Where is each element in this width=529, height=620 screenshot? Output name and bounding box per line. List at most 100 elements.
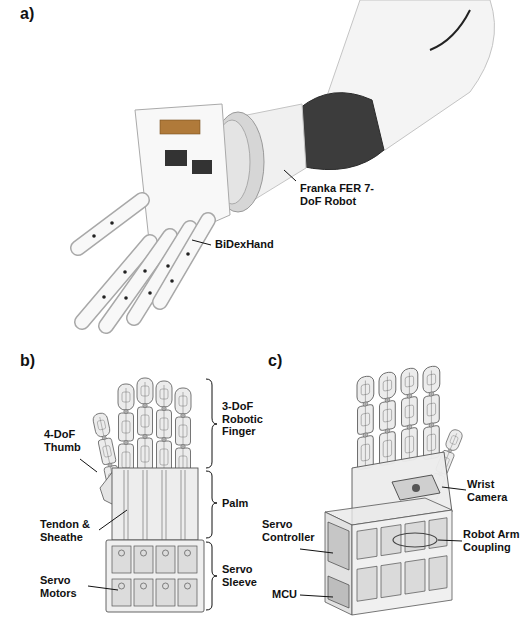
servo-motor: [381, 525, 401, 556]
servo-horn: [185, 583, 191, 589]
hole: [186, 252, 190, 256]
panel-letter: b): [20, 352, 35, 370]
robotic-finger: [379, 371, 396, 466]
arm-cable: [430, 10, 470, 50]
servo-motor: [178, 546, 197, 573]
part-label: Servo Controller: [262, 518, 324, 543]
thumb-outline: [78, 200, 142, 248]
tendon: [185, 470, 186, 540]
brace: [206, 542, 217, 610]
servo-sleeve: [106, 540, 204, 612]
hand-servo: [192, 160, 212, 174]
arm-joint-band: [300, 93, 384, 170]
camera-lens: [412, 484, 420, 492]
hand-iso-view: [300, 365, 466, 615]
arm-coupling: [393, 533, 437, 547]
part-label: Wrist Camera: [467, 478, 525, 503]
robotic-finger: [118, 384, 134, 476]
tendon: [166, 470, 167, 540]
tendon: [128, 470, 129, 540]
servo-horn: [185, 550, 191, 556]
tendon: [162, 470, 163, 540]
leader-line: [300, 549, 333, 553]
leader-line: [80, 459, 97, 472]
servo-horn: [141, 550, 147, 556]
sleeve-left: [325, 512, 352, 615]
part-label: BiDexHand: [215, 238, 287, 251]
robotic-finger: [423, 365, 440, 460]
leader-line: [300, 595, 333, 597]
hole: [170, 279, 174, 283]
part-label: Palm: [222, 497, 262, 510]
leader-line: [442, 487, 466, 490]
panel-letter: c): [268, 352, 282, 370]
panel-letter: a): [20, 5, 34, 23]
servo-motor: [156, 546, 175, 573]
servo-horn: [141, 583, 147, 589]
robotic-finger: [156, 381, 172, 473]
robotic-finger: [175, 388, 191, 480]
servo-motor: [112, 546, 131, 573]
servo-motor: [134, 546, 153, 573]
servo-horn: [119, 550, 125, 556]
part-label: Servo Sleeve: [222, 563, 267, 588]
servo-motors: [357, 518, 447, 601]
hand-front-view: [80, 378, 217, 612]
leader-line: [99, 510, 127, 530]
finger: [160, 220, 208, 302]
servo-motor: [357, 566, 377, 601]
wrist-camera: [392, 475, 440, 500]
palm: [112, 468, 198, 540]
tendon: [143, 470, 144, 540]
hole: [102, 295, 106, 299]
leader-line: [88, 586, 118, 590]
servo-motor: [112, 579, 131, 606]
hand-servo: [165, 150, 187, 166]
servo-motors: [112, 546, 197, 606]
hand-fingers: [78, 200, 208, 326]
thumb: [78, 200, 142, 248]
servo-motor: [156, 579, 175, 606]
part-label: Franka FER 7-DoF Robot: [300, 182, 375, 207]
servo-motor: [405, 559, 425, 594]
part-label: 3-DoF Robotic Finger: [222, 400, 272, 438]
part-label: Robot Arm Coupling: [463, 528, 525, 553]
finger-holes: [92, 221, 190, 300]
leader-line: [284, 170, 296, 181]
sleeve-front: [352, 510, 452, 615]
part-label: 4-DoF Thumb: [44, 428, 86, 453]
hole: [92, 234, 96, 238]
servo-motor: [429, 556, 447, 591]
finger-outline: [160, 220, 208, 302]
part-label: MCU: [272, 588, 297, 601]
servo-motor: [134, 579, 153, 606]
part-label: Tendon & Sheathe: [40, 518, 98, 543]
hole: [110, 221, 114, 225]
servo-horn: [163, 550, 169, 556]
robotic-finger: [357, 375, 374, 470]
hand-electronics: [160, 120, 200, 134]
servo-horn: [163, 583, 169, 589]
robot-photo: [78, 0, 495, 326]
servo-controller-board: [328, 522, 349, 570]
robotic-finger: [401, 367, 418, 462]
tendon: [124, 470, 125, 540]
hole: [123, 270, 127, 274]
robotic-finger: [137, 378, 153, 470]
part-label: Servo Motors: [40, 574, 88, 599]
servo-motor: [429, 518, 447, 549]
hole: [143, 269, 147, 273]
servo-motor: [381, 563, 401, 598]
hole: [124, 296, 128, 300]
servo-motor: [178, 579, 197, 606]
leader-line: [192, 240, 211, 245]
servo-horn: [119, 583, 125, 589]
brace: [206, 471, 217, 538]
hole: [148, 291, 152, 295]
servo-motor: [357, 528, 377, 559]
tendon: [181, 470, 182, 540]
tendons: [124, 470, 185, 540]
brackets: [206, 379, 217, 610]
